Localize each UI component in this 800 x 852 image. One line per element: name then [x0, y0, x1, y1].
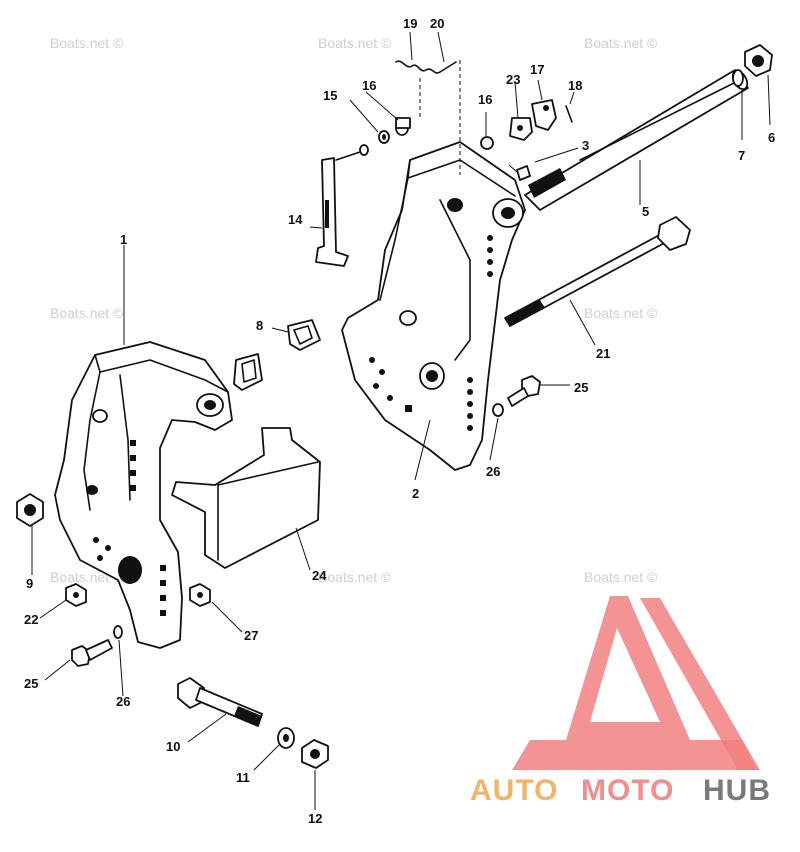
nut-22: [65, 583, 87, 607]
brand-logo: [512, 596, 760, 770]
callout-15: 15: [323, 88, 337, 103]
callout-1: 1: [120, 232, 127, 247]
callout-25: 25: [574, 380, 588, 395]
washer-15: [378, 130, 390, 144]
right-clamp-bracket: [341, 141, 526, 471]
callout-3: 3: [582, 138, 589, 153]
pad-8: [233, 319, 321, 391]
watermark: Boats.net ©: [584, 35, 658, 51]
callout-22: 22: [24, 612, 38, 627]
callout-20: 20: [430, 16, 444, 31]
nut-6: [744, 44, 773, 77]
brand-moto: MOTO: [581, 774, 674, 807]
left-clamp-bracket: [54, 341, 233, 649]
callout-24: 24: [312, 568, 327, 583]
bolt-25-right: [507, 375, 541, 407]
callout-26: 26: [486, 464, 500, 479]
callout-9: 9: [26, 576, 33, 591]
bushing-16a: [395, 117, 411, 136]
nut-9: [16, 493, 44, 527]
bolt-10: [177, 677, 263, 727]
lockwasher-26-left: [113, 625, 123, 639]
callout-11: 11: [236, 770, 250, 785]
watermark: Boats.net ©: [318, 569, 392, 585]
washer-7: [732, 69, 744, 87]
callout-16: 16: [478, 92, 492, 107]
bolt-25-left: [71, 639, 113, 667]
logo-triangle-inner: [590, 628, 660, 722]
plate-24: [171, 427, 321, 569]
callout-23: 23: [506, 72, 520, 87]
clip-23: [509, 117, 533, 141]
callout-27: 27: [244, 628, 258, 643]
watermarks: Boats.net © Boats.net © Boats.net © Boat…: [50, 35, 658, 585]
callout-18: 18: [568, 78, 582, 93]
spring-19-pin-20: [395, 60, 461, 175]
lockwasher-26-right: [492, 403, 504, 417]
brand-hub: HUB: [703, 774, 771, 807]
latch-17: [531, 99, 557, 131]
callout-16: 16: [362, 78, 376, 93]
washer-11: [277, 727, 295, 749]
long-bolt-21: [504, 216, 691, 327]
callout-25: 25: [24, 676, 38, 691]
callout-14: 14: [288, 212, 303, 227]
lever-14: [315, 144, 369, 267]
watermark: Boats.net ©: [318, 35, 392, 51]
callout-2: 2: [412, 486, 419, 501]
callout-19: 19: [403, 16, 417, 31]
brand-auto: AUTO: [470, 774, 558, 807]
watermark: Boats.net ©: [50, 35, 124, 51]
watermark: Boats.net ©: [50, 305, 124, 321]
grease-fitting-3: [508, 164, 531, 181]
callout-17: 17: [530, 62, 544, 77]
watermark: Boats.net ©: [584, 569, 658, 585]
callout-21: 21: [596, 346, 610, 361]
pin-18: [565, 105, 573, 123]
callout-12: 12: [308, 811, 322, 826]
callout-8: 8: [256, 318, 263, 333]
nut-27: [189, 583, 211, 607]
callout-6: 6: [768, 130, 775, 145]
brand-text: AUTO MOTO HUB: [470, 774, 771, 807]
watermark: Boats.net ©: [584, 305, 658, 321]
callout-7: 7: [738, 148, 745, 163]
callout-5: 5: [642, 204, 649, 219]
callout-26: 26: [116, 694, 130, 709]
nut-12: [301, 739, 329, 769]
logo-m-peak: [640, 598, 760, 770]
bushing-16b: [480, 136, 494, 150]
pivot-shaft: [524, 69, 749, 211]
callout-10: 10: [166, 739, 180, 754]
leader-lines: [31, 31, 771, 810]
